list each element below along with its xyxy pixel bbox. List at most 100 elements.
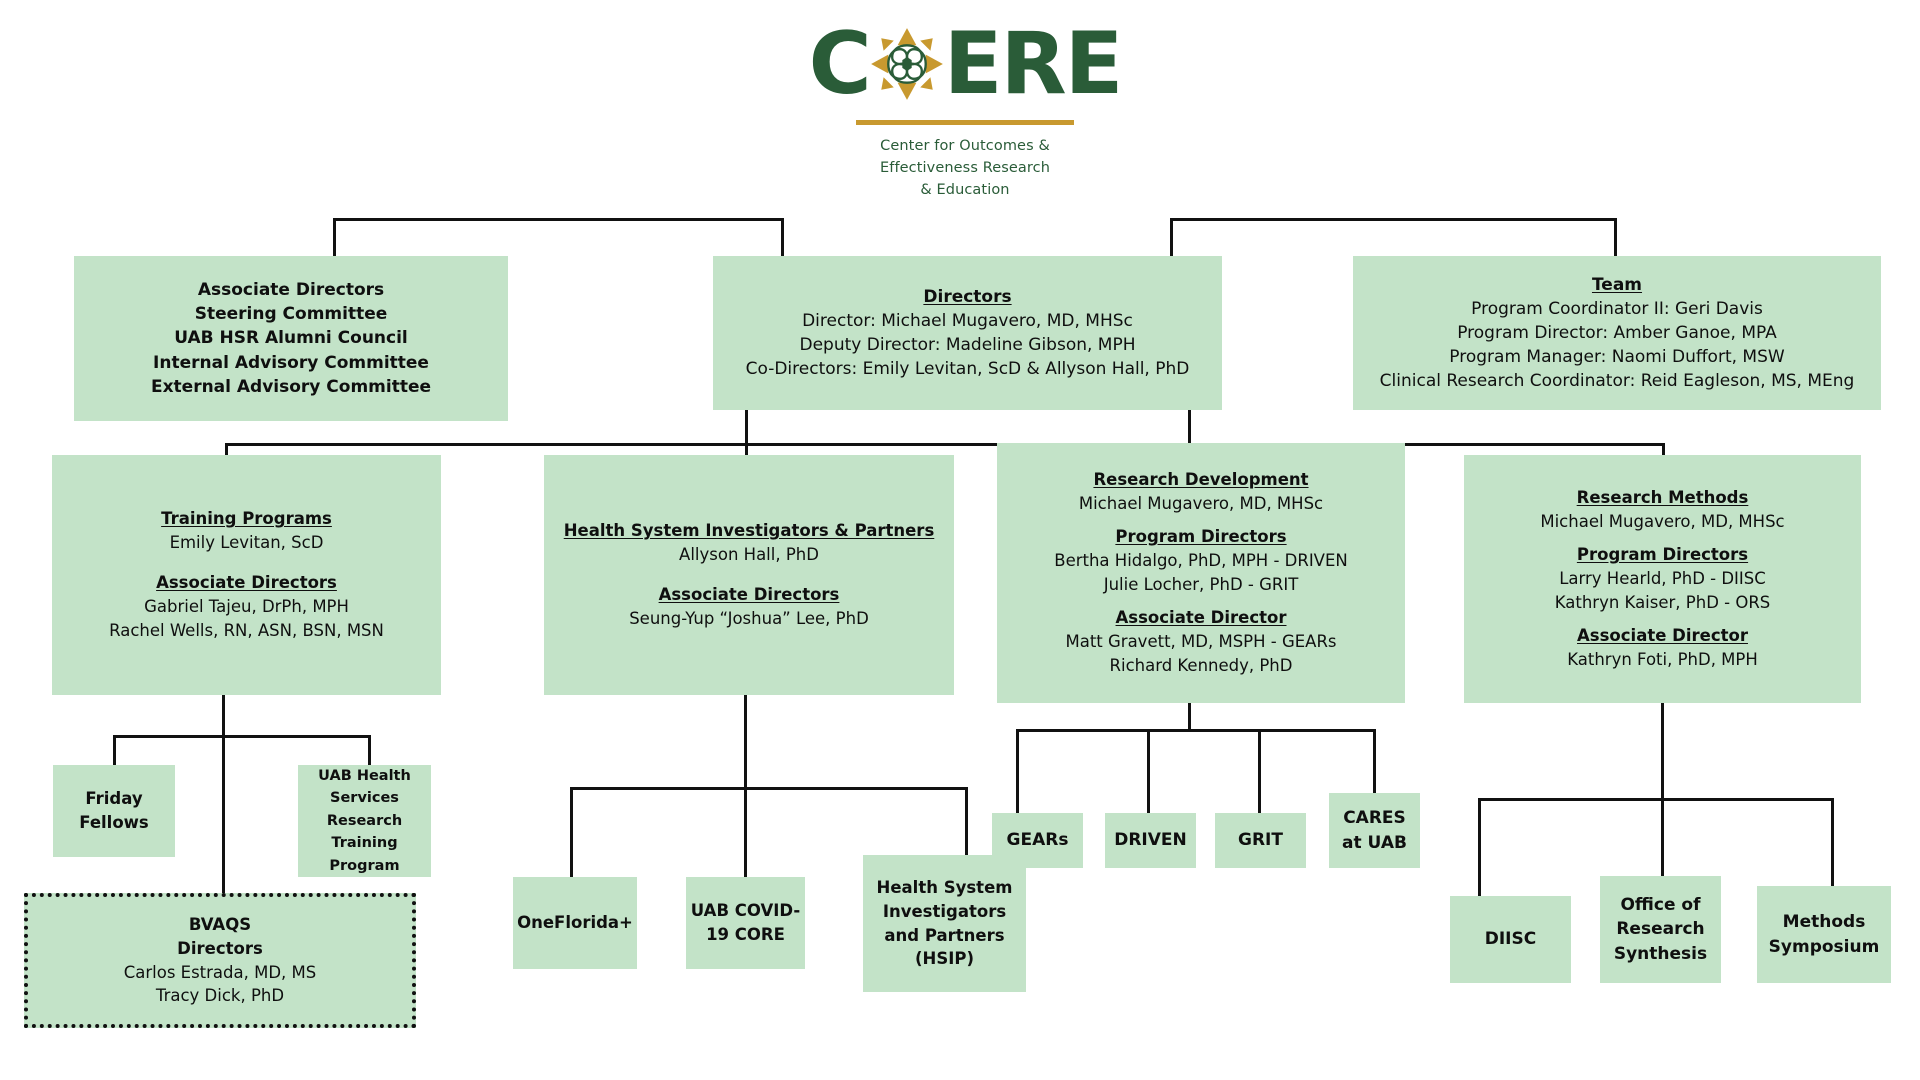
uab-covid-core-line-1: UAB COVID- (690, 901, 801, 921)
connector-health-system-to-onefloridaplus (570, 787, 573, 877)
node-gears[interactable]: GEARs (992, 813, 1083, 868)
cares-at-uab-line-1: CARES (1343, 808, 1406, 829)
connector-directors-to-associate-directors-horizontal (333, 218, 784, 221)
research-methods-program-director-2: Kathryn Kaiser, PhD - ORS (1554, 592, 1771, 612)
connector-rm-to-diisc (1478, 798, 1481, 896)
office-research-synthesis-line-3: Synthesis (1613, 943, 1708, 964)
node-uab-health-services-research-training-program[interactable]: UAB Health Services Research Training Pr… (298, 765, 431, 877)
node-research-methods[interactable]: Research Methods Michael Mugavero, MD, M… (1464, 455, 1861, 703)
research-methods-subtitle-1: Program Directors (1576, 545, 1749, 565)
node-friday-fellows[interactable]: Friday Fellows (53, 765, 175, 857)
connector-research-methods-stem (1661, 703, 1664, 801)
tagline-line-2: Effectiveness Research (879, 159, 1051, 176)
connector-research-methods-bus (1478, 798, 1834, 801)
research-methods-title: Research Methods (1576, 488, 1749, 508)
research-development-associate-director-2: Richard Kennedy, PhD (1109, 655, 1293, 675)
connector-health-system-stem (744, 695, 747, 790)
cares-at-uab-line-2: at UAB (1342, 832, 1407, 853)
connector-training-to-uab-hsrtp (368, 735, 371, 765)
research-methods-associate-director-1: Kathryn Foti, PhD, MPH (1567, 649, 1758, 669)
hsip-line-4: (HSIP) (914, 949, 974, 969)
uab-hsrtp-line-5: Program (329, 857, 400, 874)
research-methods-subtitle-2: Associate Director (1577, 625, 1748, 645)
connector-directors-riser-right (1170, 218, 1173, 256)
diisc-label: DIISC (1484, 929, 1537, 950)
health-system-lead: Allyson Hall, PhD (679, 545, 819, 565)
node-health-system-investigators-partners[interactable]: Health System Investigators & Partners A… (544, 455, 954, 695)
node-methods-symposium[interactable]: Methods Symposium (1757, 886, 1891, 983)
bvaqs-line-4: Tracy Dick, PhD (155, 986, 285, 1006)
health-system-title: Health System Investigators & Partners (563, 521, 935, 541)
training-programs-subtitle: Associate Directors (156, 573, 337, 593)
connector-team-drop (1614, 218, 1617, 256)
connector-tier2-bus (225, 443, 1665, 446)
connector-rd-to-grit (1258, 729, 1261, 813)
node-office-of-research-synthesis[interactable]: Office of Research Synthesis (1600, 876, 1721, 983)
methods-symposium-line-2: Symposium (1768, 936, 1880, 957)
uab-covid-core-line-2: 19 CORE (706, 925, 785, 944)
team-title: Team (1591, 274, 1643, 295)
node-directors[interactable]: Directors Director: Michael Mugavero, MD… (713, 256, 1222, 410)
directors-title: Directors (923, 286, 1012, 307)
research-development-lead: Michael Mugavero, MD, MHSc (1078, 494, 1324, 514)
connector-directors-to-team-horizontal (1170, 218, 1617, 221)
research-methods-program-director-1: Larry Hearld, PhD - DIISC (1559, 569, 1766, 589)
node-onefloridaplus[interactable]: OneFlorida+ (513, 877, 637, 969)
research-development-subtitle-1: Program Directors (1115, 527, 1287, 547)
logo-divider-rule (856, 120, 1074, 125)
gears-label: GEARs (1006, 830, 1069, 851)
uab-hsrtp-line-1: UAB Health (318, 767, 411, 784)
bvaqs-line-3: Carlos Estrada, MD, MS (123, 962, 317, 982)
node-diisc[interactable]: DIISC (1450, 896, 1571, 983)
logo-tagline: Center for Outcomes & Effectiveness Rese… (830, 136, 1100, 201)
node-driven[interactable]: DRIVEN (1105, 813, 1196, 868)
team-line-2: Program Director: Amber Ganoe, MPA (1457, 322, 1777, 343)
core-logo: C (809, 18, 1124, 201)
connector-rm-to-office-research-synthesis (1661, 798, 1664, 876)
training-programs-member-2: Rachel Wells, RN, ASN, BSN, MSN (109, 620, 384, 640)
office-research-synthesis-line-2: Research (1616, 919, 1705, 940)
node-grit[interactable]: GRIT (1215, 813, 1306, 868)
driven-label: DRIVEN (1114, 830, 1187, 851)
logo-letters-ere: ERE (943, 14, 1124, 114)
node-cares-at-uab[interactable]: CARES at UAB (1329, 793, 1420, 868)
associate-directors-line-1: Associate Directors (197, 280, 385, 301)
tagline-line-1: Center for Outcomes & (880, 138, 1050, 154)
tagline-line-3: & Education (920, 181, 1010, 198)
node-associate-directors-committees[interactable]: Associate Directors Steering Committee U… (74, 256, 508, 421)
research-development-program-director-2: Julie Locher, PhD - GRIT (1103, 575, 1299, 594)
associate-directors-line-4: Internal Advisory Committee (153, 352, 429, 373)
methods-symposium-line-1: Methods (1782, 912, 1866, 933)
health-system-member-1: Seung-Yup “Joshua” Lee, PhD (629, 608, 869, 628)
logo-wordmark: C (809, 18, 1124, 110)
research-development-program-director-1: Bertha Hidalgo, PhD, MPH - DRIVEN (1054, 551, 1348, 571)
research-methods-lead: Michael Mugavero, MD, MHSc (1540, 512, 1785, 532)
node-research-development[interactable]: Research Development Michael Mugavero, M… (997, 443, 1405, 703)
research-development-associate-director-1: Matt Gravett, MD, MSPH - GEARs (1065, 631, 1337, 651)
directors-line-3: Co-Directors: Emily Levitan, ScD & Allys… (745, 359, 1190, 380)
bvaqs-line-1: BVAQS (188, 914, 252, 934)
node-uab-covid-19-core[interactable]: UAB COVID- 19 CORE (686, 877, 805, 969)
connector-health-system-to-uab-covid-core (744, 787, 747, 877)
node-team[interactable]: Team Program Coordinator II: Geri Davis … (1353, 256, 1881, 410)
connector-directors-to-bus (745, 410, 748, 445)
research-development-subtitle-2: Associate Director (1115, 607, 1287, 627)
node-hsip[interactable]: Health System Investigators and Partners… (863, 855, 1026, 992)
node-bvaqs[interactable]: BVAQS Directors Carlos Estrada, MD, MS T… (24, 893, 416, 1028)
training-programs-member-1: Gabriel Tajeu, DrPh, MPH (144, 596, 349, 616)
logo-letter-c: C (808, 14, 872, 114)
connector-research-development-stem (1188, 703, 1191, 731)
office-research-synthesis-line-1: Office of (1620, 895, 1701, 916)
uab-hsrtp-line-4: Training (331, 835, 398, 852)
hsip-line-3: and Partners (884, 925, 1005, 945)
friday-fellows-line-1: Friday (85, 789, 143, 809)
team-line-3: Program Manager: Naomi Duffort, MSW (1449, 347, 1785, 368)
node-training-programs[interactable]: Training Programs Emily Levitan, ScD Ass… (52, 455, 441, 695)
connector-directors-riser-left (781, 218, 784, 256)
connector-associate-directors-drop (333, 218, 336, 256)
connector-training-bus (113, 735, 371, 738)
team-line-4: Clinical Research Coordinator: Reid Eagl… (1379, 371, 1855, 392)
connector-training-stem (222, 695, 225, 925)
directors-line-2: Deputy Director: Madeline Gibson, MPH (799, 335, 1136, 355)
onefloridaplus-label: OneFlorida+ (517, 913, 633, 933)
